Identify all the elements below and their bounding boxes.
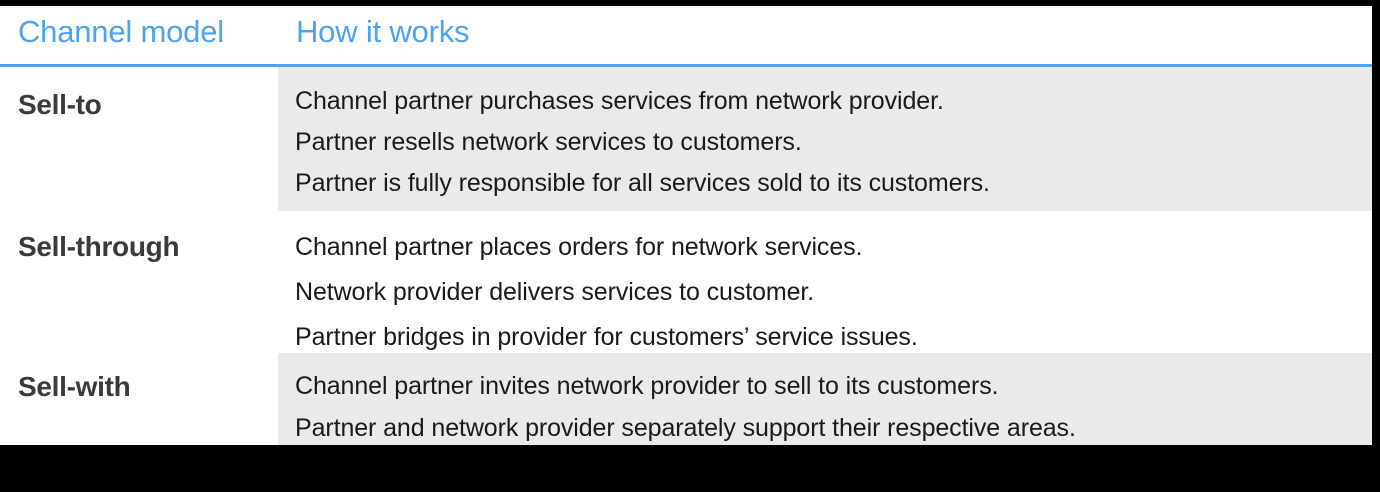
table-header-row: Channel model How it works: [0, 6, 1372, 67]
column-header-channel-model: Channel model: [18, 14, 224, 49]
row-label-cell: Sell-with: [0, 353, 278, 445]
description-line: Partner bridges in provider for customer…: [295, 323, 918, 351]
column-header-how-it-works: How it works: [296, 14, 470, 49]
header-divider-rule: [0, 64, 1372, 67]
table-row: Sell-to Channel partner purchases servic…: [0, 67, 1372, 211]
row-label-sell-with: Sell-with: [18, 371, 131, 402]
row-description-cell: Channel partner invites network provider…: [278, 353, 1372, 445]
row-label-sell-to: Sell-to: [18, 89, 102, 120]
row-description-cell: Channel partner places orders for networ…: [278, 211, 1372, 353]
description-line: Network provider delivers services to cu…: [295, 278, 815, 306]
description-line: Partner and network provider separately …: [295, 414, 1076, 442]
row-label-sell-through: Sell-through: [18, 231, 180, 262]
table-canvas: Channel model How it works Sell-to Chann…: [0, 6, 1372, 445]
table-row: Sell-through Channel partner places orde…: [0, 211, 1372, 353]
description-line: Channel partner purchases services from …: [295, 87, 944, 115]
description-line: Channel partner invites network provider…: [295, 372, 999, 400]
description-line: Channel partner places orders for networ…: [295, 233, 863, 261]
table-body: Sell-to Channel partner purchases servic…: [0, 67, 1372, 445]
table-row: Sell-with Channel partner invites networ…: [0, 353, 1372, 445]
row-description-cell: Channel partner purchases services from …: [278, 67, 1372, 211]
description-line: Partner resells network services to cust…: [295, 128, 802, 156]
row-label-cell: Sell-to: [0, 67, 278, 211]
row-label-cell: Sell-through: [0, 211, 278, 353]
description-line: Partner is fully responsible for all ser…: [295, 169, 990, 197]
